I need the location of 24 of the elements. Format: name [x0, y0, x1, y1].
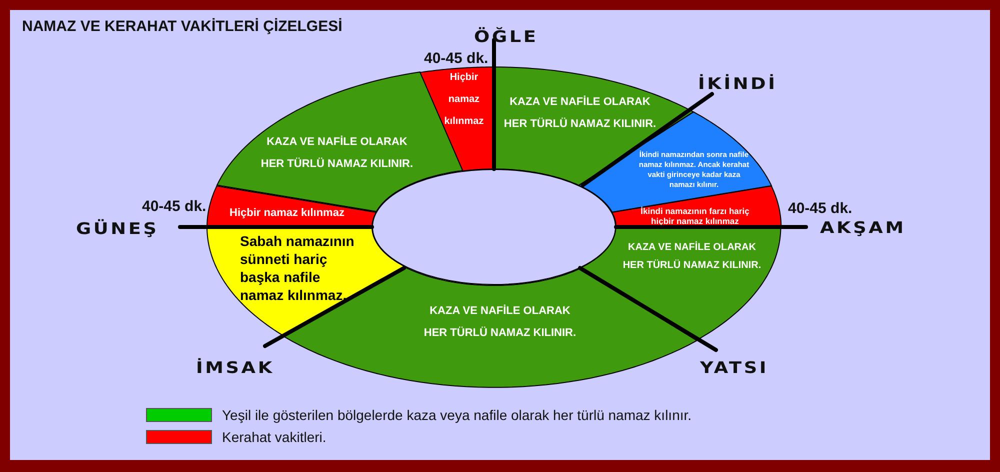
legend-text: Yeşil ile gösterilen bölgelerde kaza veya nafile olarak her türlü namaz kılınır. [222, 407, 692, 423]
restricted-time-segment [207, 186, 376, 227]
segment-text: Hiçbir namaz kılınmaz [443, 71, 485, 129]
segment-text: KAZA VE NAFİLE OLARAK HER TÜRLÜ NAMAZ KILINIR. [502, 94, 658, 132]
permitted-time-segment [284, 266, 697, 387]
legend-text: Kerahat vakitleri. [222, 429, 326, 445]
segment-text: İkindi namazının farzı hariç hiçbir namaz kılınmaz [640, 206, 750, 226]
prayer-time-label: YATSI [700, 358, 769, 377]
duration-label: 40-45 dk. [788, 200, 852, 217]
prayer-time-label: ÖĞLE [474, 27, 538, 46]
segment-text: KAZA VE NAFİLE OLARAK HER TÜRLÜ NAMAZ KILINIR. [260, 134, 414, 172]
duration-label: 40-45 dk. [142, 198, 206, 215]
segment-text: KAZA VE NAFİLE OLARAK HER TÜRLÜ NAMAZ KILINIR. [422, 304, 578, 341]
duration-label: 40-45 dk. [424, 50, 488, 67]
chart-title: NAMAZ VE KERAHAT VAKİTLERİ ÇİZELGESİ [22, 18, 342, 35]
segment-text: KAZA VE NAFİLE OLARAK HER TÜRLÜ NAMAZ KILINIR. [622, 240, 762, 273]
prayer-time-label: İKİNDİ [698, 74, 778, 93]
prayer-time-label: AKŞAM [820, 218, 906, 237]
segment-text: Sabah namazının sünneti hariç başka nafile namaz kılınmaz. [240, 232, 356, 304]
prayer-time-label: GÜNEŞ [76, 219, 159, 238]
restricted-time-segment [612, 186, 781, 227]
prayer-time-label: İMSAK [196, 358, 274, 377]
segment-text: Hiçbir namaz kılınmaz [228, 206, 346, 220]
center-ellipse [372, 169, 616, 285]
